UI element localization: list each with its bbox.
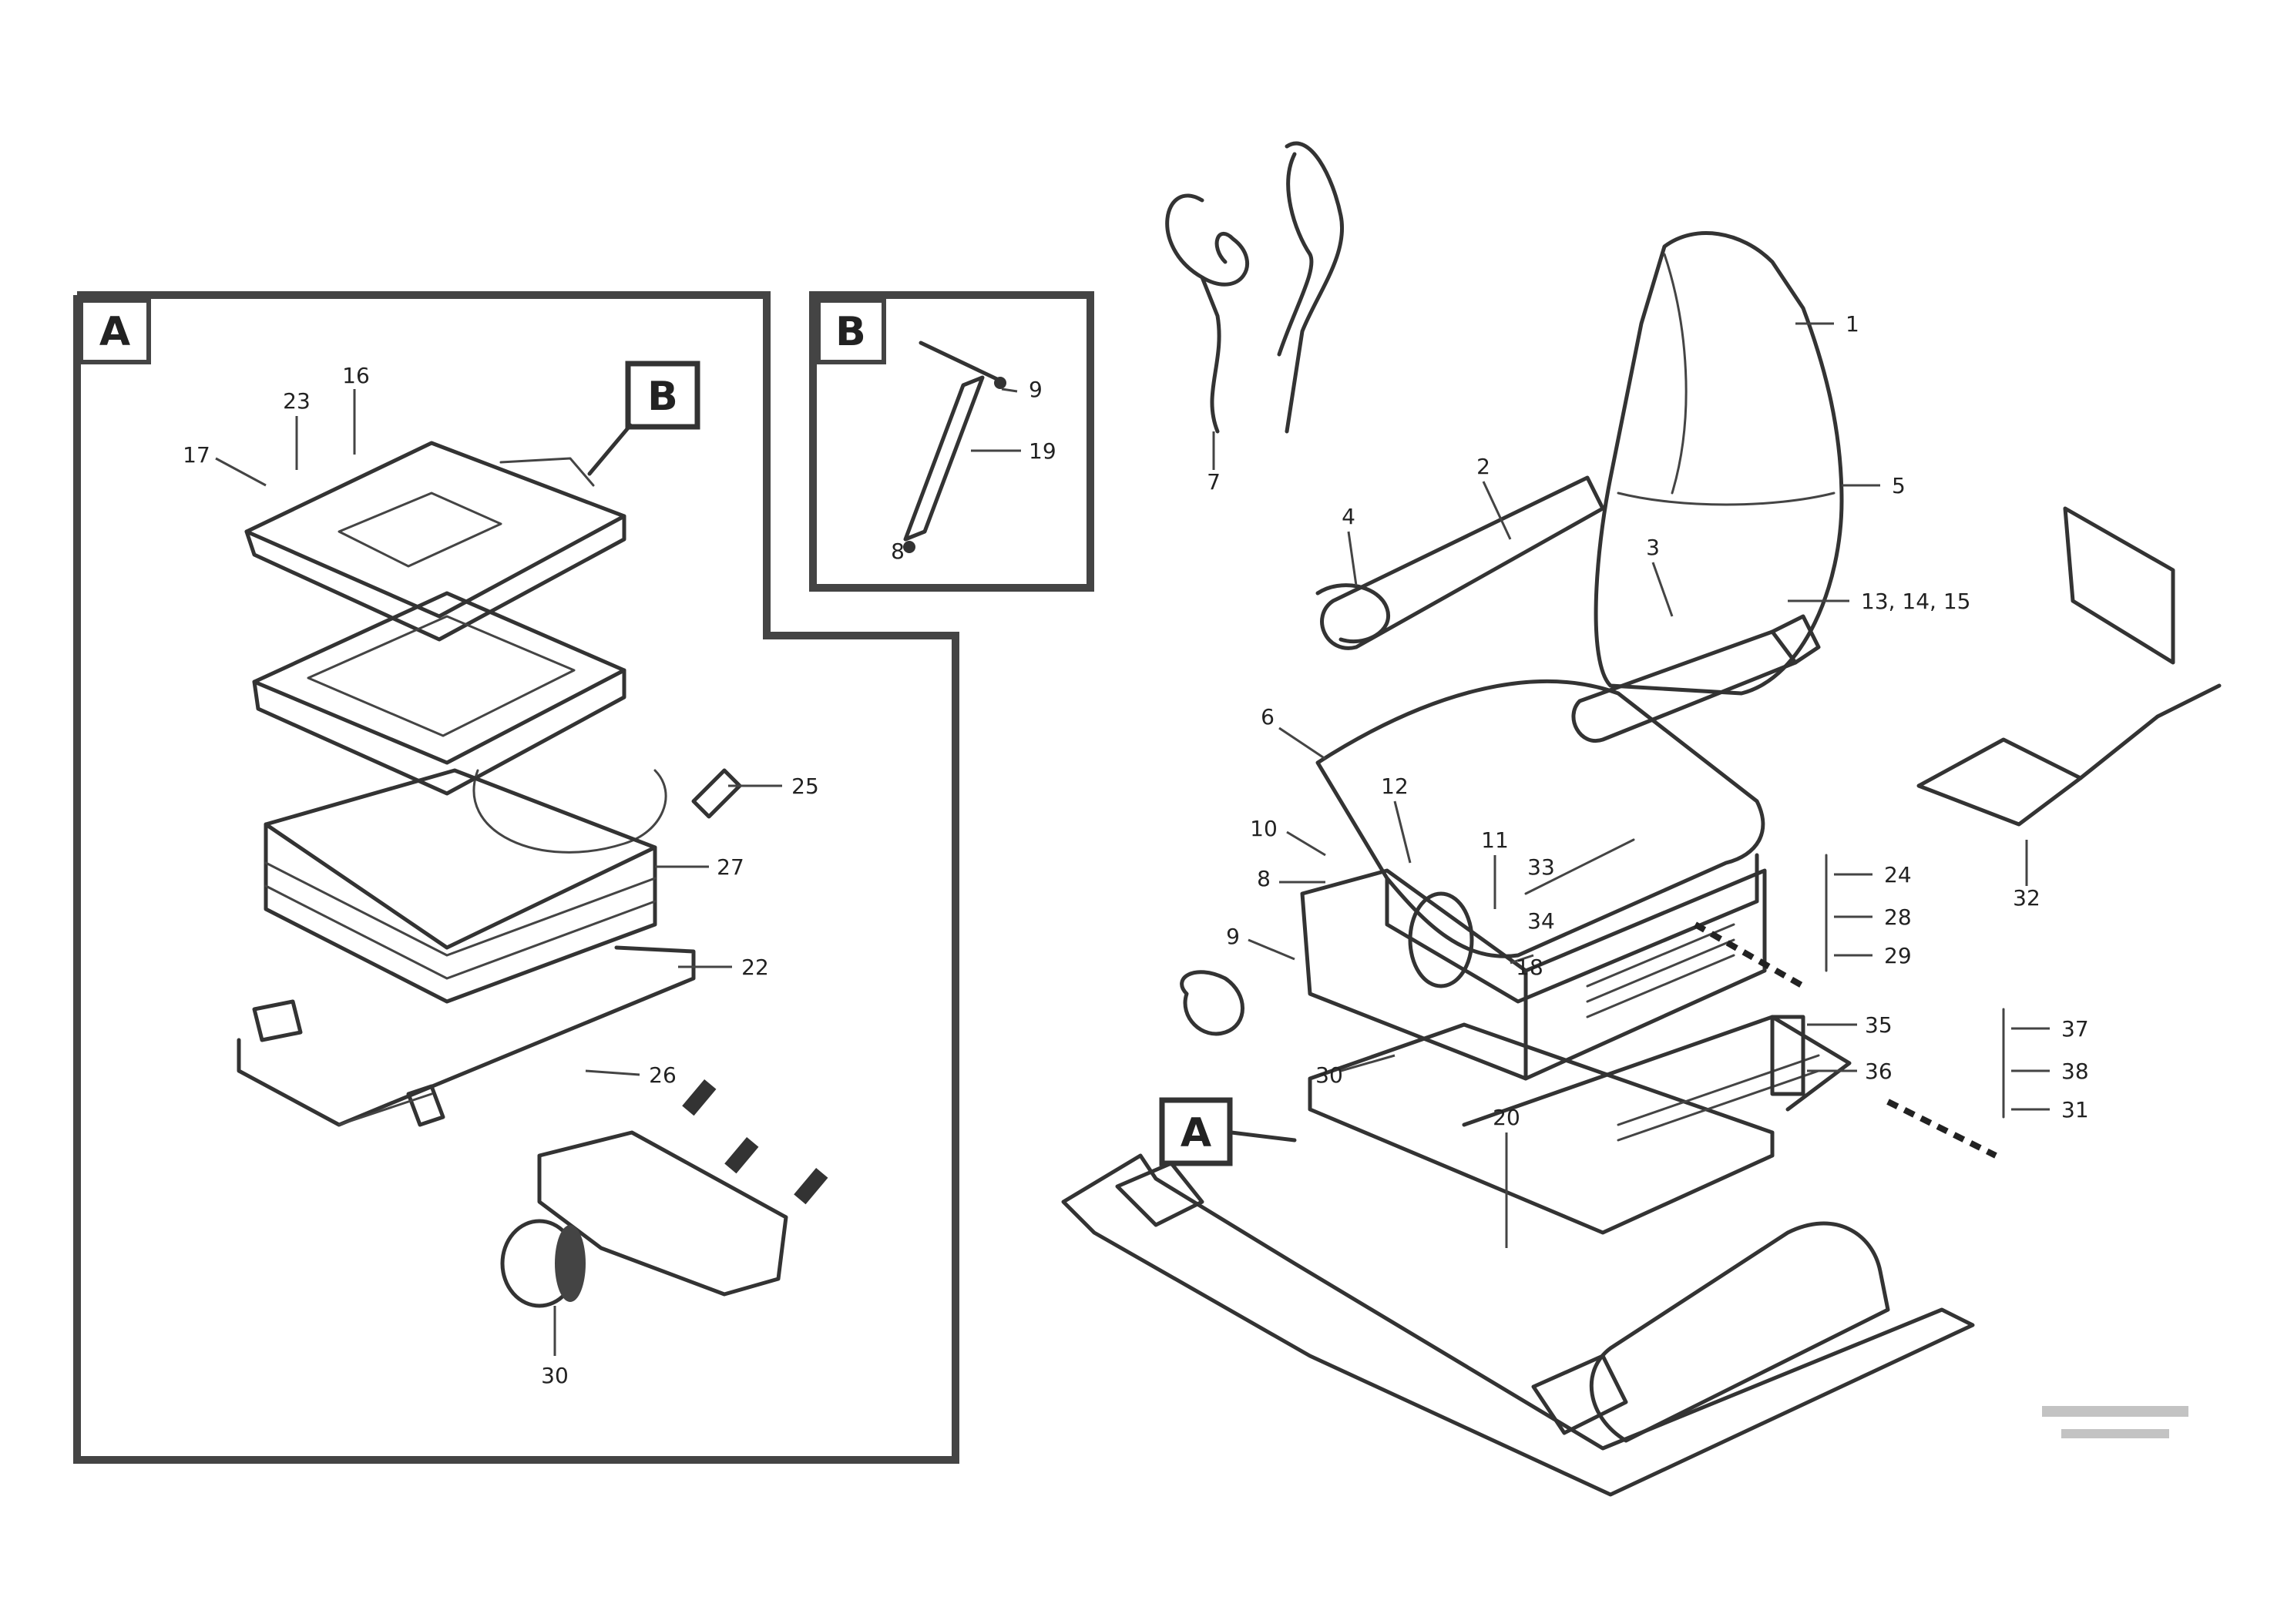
detail-b-panel: B 9 19 8 bbox=[809, 291, 1094, 592]
callout-main-7: 7 bbox=[1207, 469, 1221, 495]
callout-b-8: 8 bbox=[891, 539, 905, 564]
main-ref-tag: A bbox=[1181, 1110, 1211, 1156]
detail-a-inset-tag: B bbox=[647, 374, 678, 420]
callout-main-4: 4 bbox=[1342, 504, 1355, 529]
callout-main-3: 3 bbox=[1646, 535, 1660, 560]
callout-b-19: 19 bbox=[1029, 438, 1056, 464]
drawing-id-block bbox=[2042, 1406, 2188, 1438]
callout-main-38: 38 bbox=[2061, 1059, 2089, 1084]
seat-lower-frame bbox=[252, 591, 667, 854]
callout-main-10: 10 bbox=[1250, 816, 1278, 841]
left-armrest bbox=[1315, 475, 1605, 650]
callout-a-16: 16 bbox=[342, 363, 370, 388]
side-plate-kit bbox=[1916, 506, 2222, 886]
callout-a-22: 22 bbox=[741, 955, 769, 980]
callout-a-27: 27 bbox=[717, 854, 744, 880]
callout-b-9: 9 bbox=[1029, 377, 1043, 402]
callout-main-1: 1 bbox=[1846, 311, 1859, 337]
callout-main-24: 24 bbox=[1884, 862, 1912, 887]
callout-main-28: 28 bbox=[1884, 904, 1912, 930]
seat-cushion bbox=[1315, 679, 1765, 1004]
callout-main-29: 29 bbox=[1884, 943, 1912, 968]
main-leaders bbox=[1248, 322, 1880, 1248]
screws bbox=[682, 1079, 828, 1205]
main-seat-view: A bbox=[1061, 141, 2222, 1497]
suspension-body bbox=[1180, 868, 1767, 1081]
right-armrest bbox=[1571, 614, 1821, 743]
detail-a-panel: A B bbox=[73, 291, 959, 1464]
callout-main-8: 8 bbox=[1257, 866, 1271, 891]
callout-main-31: 31 bbox=[2061, 1097, 2089, 1122]
bolt-stack-3 bbox=[2002, 1008, 2050, 1119]
seat-top-cover bbox=[244, 441, 626, 642]
callout-a-26: 26 bbox=[649, 1062, 677, 1088]
callout-main-20: 20 bbox=[1493, 1105, 1520, 1130]
slide-rail bbox=[237, 945, 696, 1127]
detail-b-tag-box bbox=[816, 298, 886, 364]
lower-frame bbox=[1308, 1015, 1852, 1235]
callout-main-5: 5 bbox=[1892, 473, 1906, 498]
callout-main-13-14-15: 13, 14, 15 bbox=[1861, 589, 1971, 614]
callout-main-37: 37 bbox=[2061, 1016, 2089, 1042]
callout-main-32: 32 bbox=[2013, 885, 2040, 911]
detail-a-inset-tag-box bbox=[625, 361, 700, 430]
callout-a-23: 23 bbox=[283, 388, 311, 414]
seat-belt-sensor bbox=[903, 341, 1006, 553]
callout-a-17: 17 bbox=[183, 442, 210, 468]
callout-main-2: 2 bbox=[1476, 454, 1490, 479]
floor-plate bbox=[1061, 1153, 1975, 1497]
seat-cushion-block bbox=[264, 768, 657, 1004]
callout-main-36: 36 bbox=[1865, 1059, 1893, 1084]
detail-b-frame bbox=[809, 291, 1094, 592]
callout-main-34: 34 bbox=[1527, 908, 1555, 934]
detail-a-leaders bbox=[215, 389, 782, 1356]
backrest bbox=[1594, 231, 1844, 696]
detail-a-tag-box bbox=[79, 298, 151, 364]
adjust-lever-assembly bbox=[500, 1130, 788, 1308]
bolt-stack-2 bbox=[1770, 1015, 1857, 1096]
detail-a-tag: A bbox=[99, 309, 130, 355]
callout-main-18: 18 bbox=[1516, 955, 1543, 980]
bolt-stack-1 bbox=[1825, 854, 1872, 972]
callout-main-35: 35 bbox=[1865, 1012, 1893, 1038]
callout-main-11: 11 bbox=[1481, 827, 1509, 853]
callout-main-12: 12 bbox=[1381, 773, 1409, 799]
callout-main-6: 6 bbox=[1261, 704, 1275, 730]
callout-main-33: 33 bbox=[1527, 854, 1555, 880]
connector-25 bbox=[691, 768, 742, 819]
inset-leader-arrow bbox=[587, 423, 633, 476]
callout-a-30: 30 bbox=[541, 1363, 569, 1388]
callout-main-9: 9 bbox=[1226, 924, 1240, 949]
callout-main-30: 30 bbox=[1315, 1062, 1343, 1088]
seat-belt-loops bbox=[1165, 141, 1344, 470]
detail-a-frame bbox=[73, 291, 959, 1464]
callout-a-25: 25 bbox=[791, 773, 819, 799]
detail-b-tag: B bbox=[835, 309, 866, 355]
